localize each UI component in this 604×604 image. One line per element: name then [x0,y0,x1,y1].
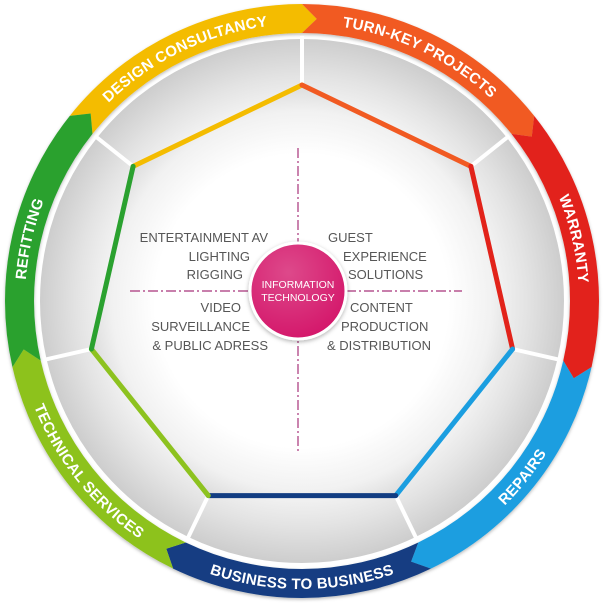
quadrant-bottom-right: CONTENT PRODUCTION & DISTRIBUTION [327,300,431,353]
quadrant-line: ENTERTAINMENT AV [140,230,269,245]
heptagon-edge-warranty [468,163,516,352]
heptagon-edges [88,82,516,499]
quadrant-line: GUEST [328,230,373,245]
bevel-panels [40,39,564,563]
ring-segment-business-to-business [166,542,431,599]
heptagon-edge-turn-key-projects [299,82,474,169]
quadrant-line: LIGHTING [189,249,250,264]
heptagon-edge-design-consultancy [130,82,305,169]
quadrant-line: & PUBLIC ADRESS [152,338,268,353]
quadrant-line: EXPERIENCE [343,249,427,264]
ring-segment-technical-services [12,349,186,569]
quadrant-line: PRODUCTION [341,319,428,334]
quadrant-line: CONTENT [350,300,413,315]
center-label-line: INFORMATION [262,279,335,291]
ring-segment-warranty [511,115,599,379]
panel-separator [185,494,211,541]
quadrant-top-left: ENTERTAINMENT AV LIGHTING RIGGING [140,230,269,282]
outer-ring [5,4,599,599]
heptagon-edge-technical-services [88,346,211,499]
panel-separator [393,494,419,541]
bevel-panel-turn-key-projects [302,39,507,167]
center-label-line: TECHNOLOGY [261,292,335,304]
panel-separators [43,36,561,541]
panel-separator [512,347,561,362]
bevel-panel-technical-services [46,349,209,538]
bevel-panel-warranty [470,137,564,360]
ring-segment-refitting [5,113,93,368]
ring-segment-design-consultancy [69,4,317,134]
bevel-panel-repairs [395,349,558,538]
panel-separator [469,134,511,168]
panel-separator [93,134,135,168]
ring-segment-turn-key-projects [302,4,535,137]
center-badge: INFORMATION TECHNOLOGY [248,241,348,341]
panel-separator [43,347,92,362]
quadrant-line: RIGGING [187,267,243,282]
bevel-panel-design-consultancy [97,39,302,167]
quadrant-bottom-left: VIDEO SURVEILLANCE & PUBLIC ADRESS [151,300,268,353]
quadrant-line: VIDEO [201,300,241,315]
heptagon-edge-repairs [393,346,516,499]
quadrant-line: SOLUTIONS [348,267,423,282]
quadrant-top-right: GUEST EXPERIENCE SOLUTIONS [328,230,427,282]
bevel-panel-refitting [40,137,134,360]
bevel-panel-business-to-business [188,495,416,563]
ring-segment-repairs [411,360,592,569]
quadrant-line: & DISTRIBUTION [327,338,431,353]
center-circle-shine [251,244,345,338]
heptagon-edge-refitting [88,163,136,352]
quadrant-line: SURVEILLANCE [151,319,250,334]
